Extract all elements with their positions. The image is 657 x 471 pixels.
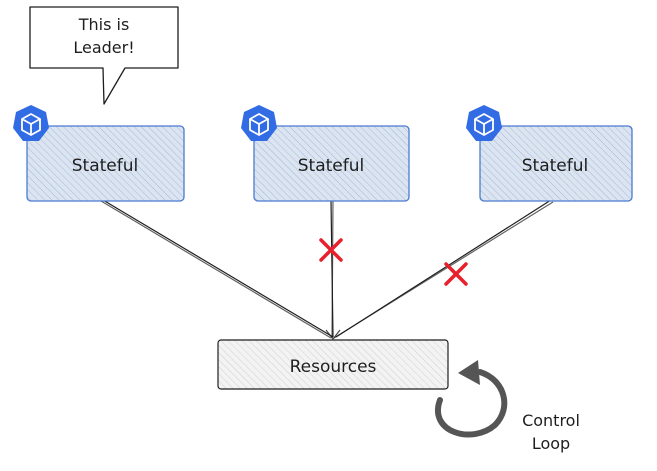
- kubernetes-cube-icon: [466, 105, 502, 141]
- pod-label: Stateful: [72, 156, 138, 176]
- callout-line-1: This is: [78, 15, 130, 34]
- connection-lines: [100, 199, 554, 340]
- control-loop-label: Control Loop: [522, 411, 580, 453]
- connector-leader-to-resources: [102, 199, 334, 338]
- kubernetes-cube-icon: [13, 105, 49, 141]
- pod-label: Stateful: [298, 156, 364, 176]
- pod-label: Stateful: [522, 156, 588, 176]
- blocked-marker-pod2: [319, 238, 343, 262]
- stateful-pod-leader: Stateful: [26, 125, 185, 202]
- resources-box: Resources: [217, 339, 449, 390]
- control-loop-line-1: Control: [522, 411, 580, 430]
- resources-label: Resources: [290, 357, 377, 377]
- callout-line-2: Leader!: [73, 38, 134, 57]
- stateful-pod-2: Stateful: [253, 125, 410, 202]
- control-loop-arrow-icon: [435, 360, 508, 438]
- leader-callout: This is Leader!: [29, 6, 179, 105]
- control-loop-line-2: Loop: [532, 434, 570, 453]
- blocked-marker-pod3: [444, 262, 468, 286]
- stateful-pod-3: Stateful: [479, 125, 633, 202]
- kubernetes-cube-icon: [241, 105, 277, 141]
